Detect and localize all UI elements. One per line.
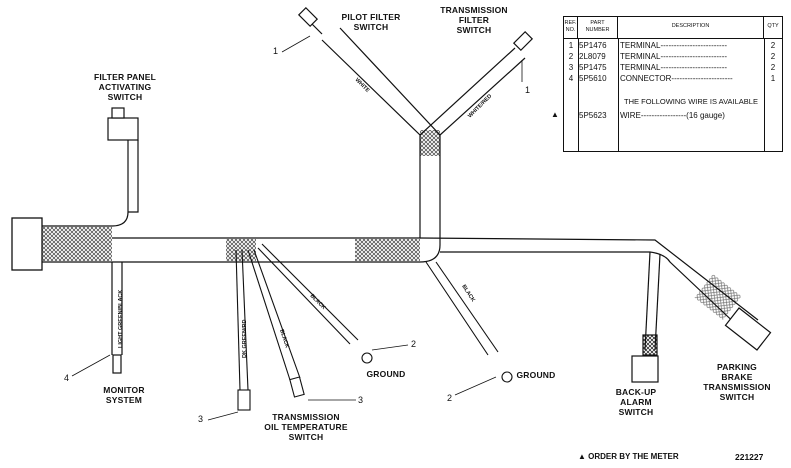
ground-b-ring <box>501 371 513 383</box>
trunk-hatch-right <box>694 274 742 320</box>
callout-4: 4 <box>64 373 70 383</box>
parts-row-ref: 4 <box>568 74 574 83</box>
main-connector <box>11 217 43 271</box>
callout-3a: 3 <box>198 414 204 424</box>
backup-hatch <box>642 334 658 356</box>
callout-2b: 2 <box>447 393 453 403</box>
main-trunk <box>42 140 759 331</box>
parts-header-desc: DESCRIPTION <box>618 17 764 39</box>
callout-1a: 1 <box>273 46 279 56</box>
monitor-terminal <box>112 354 122 374</box>
parts-row: 2 2L8079 TERMINAL-----------------------… <box>564 52 782 62</box>
parts-wire-desc: WIRE-----------------(16 gauge) <box>620 111 725 120</box>
parts-header-qty: QTY <box>764 17 782 39</box>
order-marker-icon: ▲ <box>551 110 559 119</box>
parts-row-qty: 2 <box>770 52 776 61</box>
parts-row-ref: 2 <box>568 52 574 61</box>
filter-switch-branches <box>297 6 534 150</box>
parts-row-desc: CONNECTOR----------------------- <box>620 74 733 83</box>
parts-row-part: 5P1475 <box>579 63 607 72</box>
wire-availability-note: THE FOLLOWING WIRE IS AVAILABLE <box>624 97 758 106</box>
parts-row-qty: 2 <box>770 41 776 50</box>
callout-2a: 2 <box>411 339 417 349</box>
black-terminal <box>289 376 305 398</box>
callout-3b: 3 <box>358 395 364 405</box>
parts-row: 3 5P1475 TERMINAL-----------------------… <box>564 63 782 73</box>
wire-label-black-2: BLACK <box>278 329 290 349</box>
filter-panel-connector <box>107 117 139 141</box>
callout-leaders <box>71 35 523 421</box>
backup-alarm-branch <box>631 251 661 383</box>
order-by-meter-note: ▲ ORDER BY THE METER <box>578 452 679 461</box>
trans-filter-terminal <box>512 30 534 52</box>
filter-panel-branch <box>107 107 139 141</box>
callout-1b: 1 <box>525 85 531 95</box>
label-pilot-filter: PILOT FILTER SWITCH <box>341 12 401 32</box>
parts-row-part: 5P5610 <box>579 74 607 83</box>
ground-a-ring <box>361 352 373 364</box>
parts-row: 4 5P5610 CONNECTOR----------------------… <box>564 74 782 84</box>
parts-table: REF. NO. PART NUMBER DESCRIPTION QTY 1 5… <box>563 16 783 152</box>
fanout-wires <box>235 243 513 411</box>
parts-row-desc: TERMINAL------------------------- <box>620 41 728 50</box>
wire-label-light-green-black: LIGHT GREEN/BLACK <box>118 290 124 348</box>
label-monitor: MONITOR SYSTEM <box>103 385 145 405</box>
parts-wire-row: 5P5623 WIRE-----------------(16 gauge) <box>564 111 782 121</box>
parts-header-part: PART NUMBER <box>578 17 618 39</box>
monitor-lead <box>111 262 123 374</box>
parts-wire-part: 5P5623 <box>579 111 607 120</box>
pilot-filter-terminal <box>297 6 319 28</box>
drawing-code: 221227 <box>735 452 764 462</box>
parts-row-qty: 2 <box>770 63 776 72</box>
parts-row-desc: TERMINAL------------------------- <box>620 63 728 72</box>
parts-row: 1 5P1476 TERMINAL-----------------------… <box>564 41 782 51</box>
wire-label-dk-green-red: DK GREEN/RD <box>242 319 248 358</box>
parts-row-part: 5P1476 <box>579 41 607 50</box>
parts-row-ref: 3 <box>568 63 574 72</box>
label-transmission-filter: TRANSMISSION FILTER SWITCH <box>440 5 508 35</box>
trunk-hatch-left <box>42 227 112 261</box>
trunk-hatch-center <box>355 239 420 261</box>
label-parking: PARKING BRAKE TRANSMISSION SWITCH <box>703 362 771 402</box>
parking-connector <box>724 307 772 351</box>
label-trans-oil: TRANSMISSION OIL TEMPERATURE SWITCH <box>264 412 348 442</box>
wire-label-white: WHITE <box>354 77 371 94</box>
parts-row-qty: 1 <box>770 74 776 83</box>
label-ground-a: GROUND <box>366 369 406 379</box>
wire-label-black-1: BLACK <box>309 293 327 311</box>
parts-row-ref: 1 <box>568 41 574 50</box>
parts-header-ref: REF. NO. <box>564 17 578 39</box>
backup-connector <box>631 355 659 383</box>
parts-row-desc: TERMINAL------------------------- <box>620 52 728 61</box>
label-ground-b: GROUND <box>516 370 556 380</box>
parts-row-part: 2L8079 <box>579 52 606 61</box>
trunk-hatch-fork <box>420 130 440 156</box>
label-backup: BACK-UP ALARM SWITCH <box>615 387 657 417</box>
dk-green-terminal <box>237 389 251 411</box>
filter-panel-plug <box>111 107 125 119</box>
label-filter-panel: FILTER PANEL ACTIVATING SWITCH <box>93 72 157 102</box>
trunk-hatch-split <box>226 239 256 261</box>
